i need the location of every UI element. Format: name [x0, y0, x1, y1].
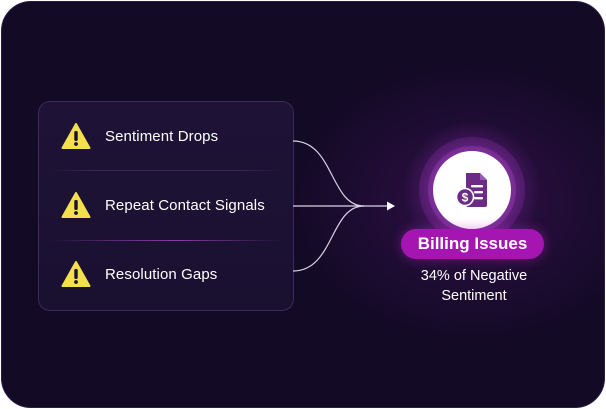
- invoice-dollar-icon: $: [455, 173, 487, 207]
- warning-icon: [61, 261, 91, 287]
- warning-icon: [61, 123, 91, 149]
- arrowhead: [387, 201, 395, 211]
- signal-row-repeat-contact: Repeat Contact Signals: [39, 171, 293, 239]
- divider: [49, 170, 283, 171]
- signal-label: Resolution Gaps: [105, 265, 218, 283]
- warning-icon: [61, 192, 91, 218]
- issue-title-pill: Billing Issues: [401, 229, 544, 259]
- divider: [49, 240, 283, 241]
- issue-stat-text: 34% of Negative Sentiment: [420, 268, 528, 304]
- connector-resolution-gaps: [292, 205, 365, 272]
- connector-sentiment-drops: [292, 140, 365, 207]
- signal-label: Repeat Contact Signals: [105, 196, 265, 214]
- svg-text:$: $: [462, 191, 469, 205]
- signals-panel: Sentiment Drops Repeat Contact Signals R…: [38, 101, 294, 311]
- signal-label: Sentiment Drops: [105, 127, 219, 145]
- signal-row-sentiment-drops: Sentiment Drops: [39, 102, 293, 170]
- signal-row-resolution-gaps: Resolution Gaps: [39, 240, 293, 308]
